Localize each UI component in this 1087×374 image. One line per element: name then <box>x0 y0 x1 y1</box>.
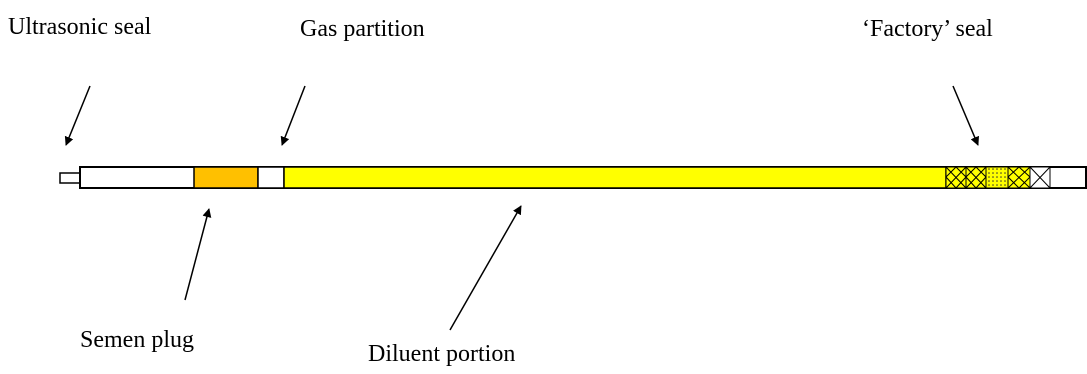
arrow-semen-plug <box>184 208 212 301</box>
label-gas-partition: Gas partition <box>300 16 425 42</box>
arrow-ultrasonic-seal <box>64 85 91 146</box>
gas-partition-segment <box>257 166 285 189</box>
arrow-gas-partition <box>280 85 306 146</box>
factory-seal-segment <box>945 166 1051 189</box>
label-factory-seal: ‘Factory’ seal <box>862 16 993 42</box>
arrow-factory-seal <box>952 85 979 146</box>
label-semen-plug: Semen plug <box>80 327 194 353</box>
arrow-diluent-portion <box>449 205 522 331</box>
semen-plug-segment <box>193 166 259 189</box>
diluent-segment <box>283 166 947 189</box>
label-diluent-portion: Diluent portion <box>368 341 516 367</box>
label-ultrasonic-seal: Ultrasonic seal <box>8 14 152 40</box>
ultrasonic-seal-nub <box>59 172 81 184</box>
